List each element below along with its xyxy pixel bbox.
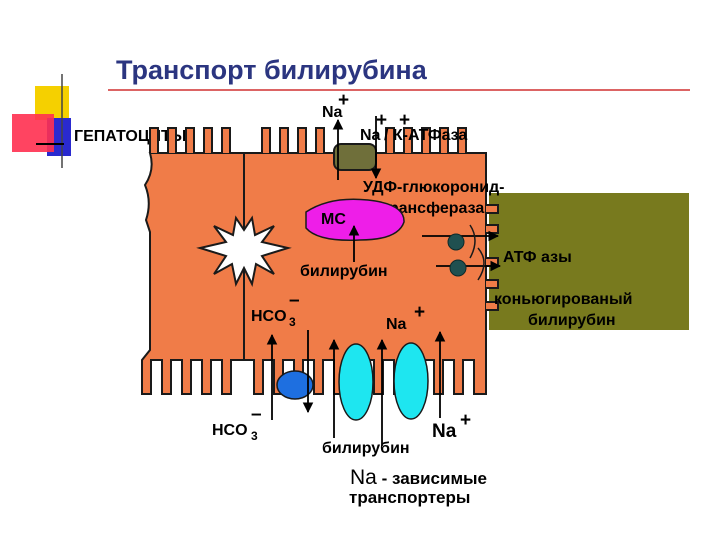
hco3-upper-label: HCO bbox=[251, 308, 287, 325]
na-mid-label: Na bbox=[386, 316, 407, 333]
bilirubin-mid-label: билирубин bbox=[300, 263, 388, 280]
na-dependent-rest: - зависимые bbox=[377, 469, 487, 488]
microsome-label: МС bbox=[321, 211, 346, 228]
atpase-rest-label: / К-АТФаза bbox=[384, 127, 467, 144]
hco3-upper-charge: – bbox=[289, 290, 300, 311]
atpase-k-charge: + bbox=[399, 110, 410, 131]
blue-anion-exchanger bbox=[266, 330, 314, 420]
microsome-blob bbox=[305, 198, 405, 241]
na-bottom-charge: + bbox=[460, 410, 471, 431]
bile-canaliculus-star-icon bbox=[196, 215, 292, 288]
na-dependent-na: Na bbox=[350, 466, 377, 489]
atpases-label: АТФ азы bbox=[503, 249, 572, 266]
hco3-lower-label: HCO bbox=[212, 422, 248, 439]
slide-title: Транспорт билирубина bbox=[116, 55, 428, 85]
atpase-na-label: Na bbox=[360, 127, 381, 144]
na-k-atpase-pump bbox=[333, 143, 377, 171]
na-mid-charge: + bbox=[414, 302, 425, 323]
decorative-squares-icon bbox=[12, 74, 71, 168]
na-top-label: Na bbox=[322, 104, 343, 121]
na-dependent-transporters bbox=[328, 330, 446, 446]
udp-label-line2: трансфераза bbox=[381, 200, 484, 217]
atpase-na-charge: + bbox=[376, 110, 387, 131]
na-bottom-label: Na bbox=[432, 421, 457, 442]
hco3-upper-sub: 3 bbox=[289, 315, 296, 329]
transporters-label: транспортеры bbox=[349, 488, 470, 507]
hco3-lower-charge: – bbox=[251, 404, 262, 425]
hco3-lower-sub: 3 bbox=[251, 429, 258, 443]
na-top-charge: + bbox=[338, 90, 349, 111]
na-dependent-caption: Na - зависимые bbox=[350, 466, 487, 489]
atpase-transporters bbox=[422, 224, 502, 281]
bile-canaliculus bbox=[489, 193, 689, 330]
udp-label-line1: УДФ-глюкоронид- bbox=[363, 179, 505, 196]
conjugated-label-line1: коньюгированый bbox=[494, 291, 632, 308]
conjugated-label-line2: билирубин bbox=[528, 312, 616, 329]
hepatocyte-cells bbox=[141, 127, 499, 395]
bilirubin-bottom-label: билирубин bbox=[322, 440, 410, 457]
